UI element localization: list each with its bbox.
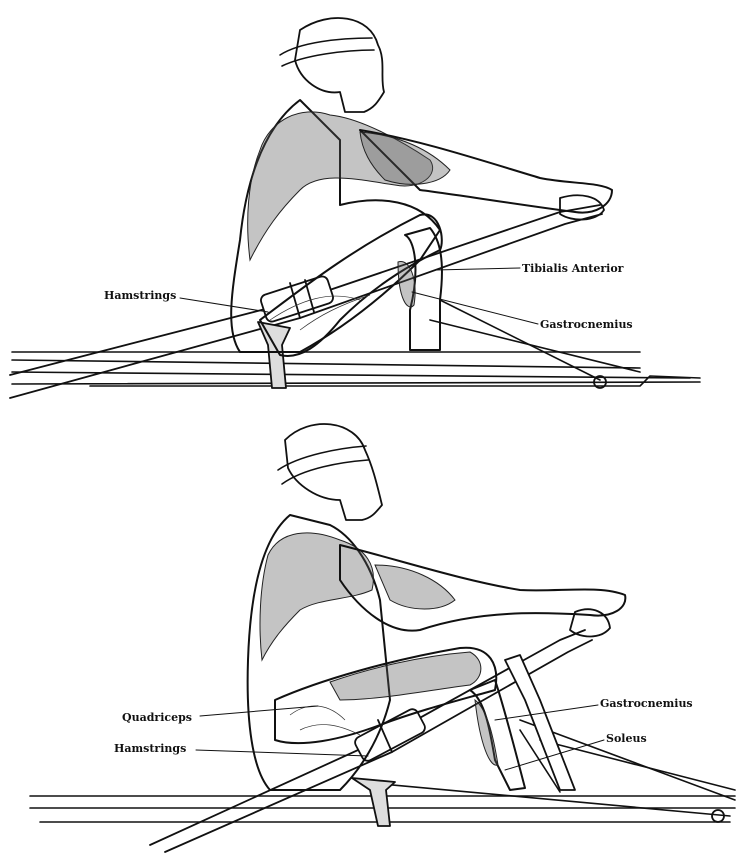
label-gastrocnemius-bottom: Gastrocnemius — [600, 697, 693, 710]
label-hamstrings-bottom: Hamstrings — [114, 742, 186, 755]
leader-hamstrings-bottom — [196, 750, 368, 756]
leader-gastrocnemius — [412, 292, 538, 324]
label-soleus: Soleus — [606, 732, 647, 745]
label-gastrocnemius: Gastrocnemius — [540, 318, 633, 331]
bottom-rower — [248, 424, 626, 790]
top-oarlock — [258, 322, 606, 388]
leader-tibialis-anterior — [435, 268, 520, 270]
top-boat-rails — [12, 300, 700, 386]
leader-hamstrings — [180, 298, 268, 312]
leader-quadriceps — [200, 706, 318, 716]
bottom-oar — [150, 630, 592, 852]
label-tibialis-anterior: Tibialis Anterior — [522, 262, 624, 275]
top-labels: Tibialis Anterior Hamstrings Gastrocnemi… — [104, 262, 633, 331]
bottom-panel: Quadriceps Gastrocnemius Hamstrings Sole… — [30, 424, 735, 852]
label-quadriceps: Quadriceps — [122, 711, 192, 724]
label-hamstrings: Hamstrings — [104, 289, 176, 302]
top-panel: Tibialis Anterior Hamstrings Gastrocnemi… — [10, 18, 700, 398]
